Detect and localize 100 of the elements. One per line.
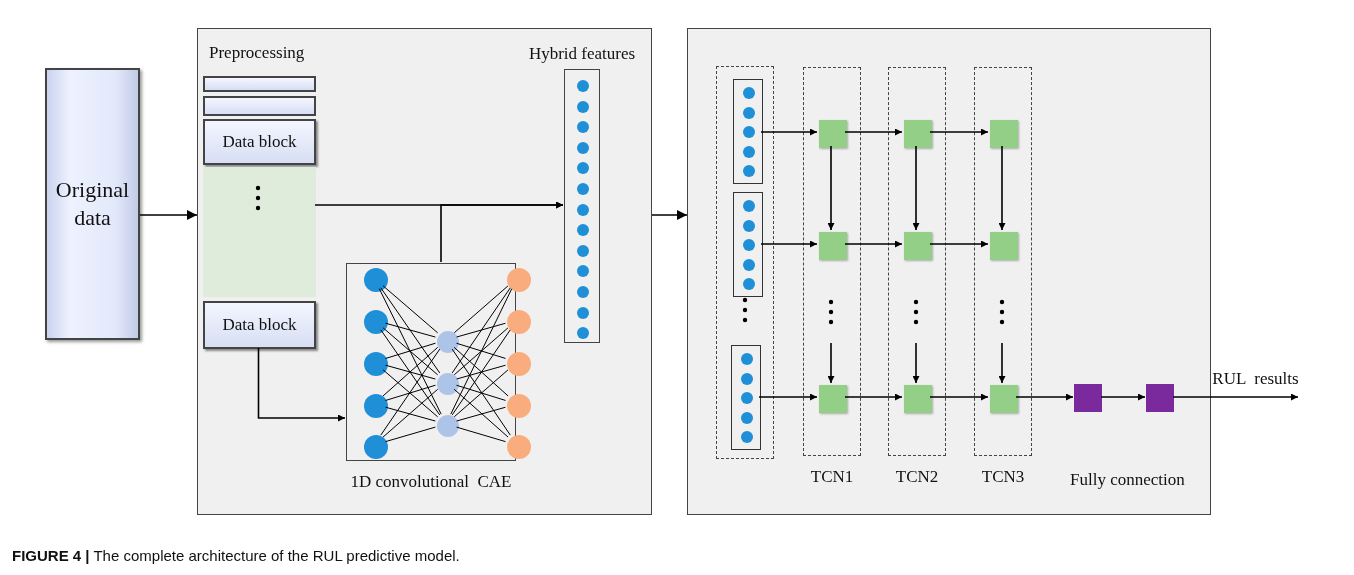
arrow	[139, 210, 198, 220]
feature-dot	[577, 80, 589, 92]
feature-dot	[577, 183, 589, 195]
arrow	[827, 342, 835, 384]
feature-dot	[743, 126, 755, 138]
layer-square	[819, 385, 847, 413]
feature-dot	[741, 392, 753, 404]
input-vector-box	[733, 79, 763, 184]
layer-square	[904, 385, 932, 413]
feature-dot	[741, 353, 753, 365]
group-caption: TCN3	[981, 467, 1025, 487]
dashed-group	[716, 66, 774, 459]
connection-line	[456, 364, 506, 380]
neuron-circle	[437, 373, 459, 395]
feature-dot	[743, 200, 755, 212]
connection-line	[378, 288, 442, 415]
figure-caption: FIGURE 4 | The complete architecture of the RUL predictive model.	[12, 546, 460, 566]
group-heading: Hybrid features	[528, 44, 636, 64]
data-strip	[203, 96, 316, 116]
connection-line	[385, 384, 436, 401]
arrow	[827, 145, 835, 231]
connection-line	[453, 346, 509, 397]
arrow	[929, 240, 989, 248]
feature-dot	[577, 162, 589, 175]
layer-square	[904, 232, 932, 260]
dense-layer-square	[1074, 384, 1102, 412]
arrow	[929, 393, 989, 401]
group-caption: 1D convolutional CAE	[350, 472, 512, 492]
feature-dot	[743, 165, 755, 177]
arrow	[912, 342, 920, 384]
connection-line	[382, 369, 439, 418]
arrow	[1015, 393, 1074, 401]
feature-dot	[577, 203, 589, 216]
connection-line	[385, 364, 436, 380]
feature-dot	[743, 87, 755, 99]
edge-label: RUL results	[1212, 369, 1299, 389]
connection-line	[385, 322, 436, 338]
connection-line	[380, 287, 441, 374]
feature-dot	[577, 306, 589, 319]
feature-dot	[743, 219, 755, 232]
arrow	[760, 128, 818, 136]
neuron-circle	[507, 435, 531, 459]
section-label: Fully connection	[1070, 470, 1185, 490]
input-vector-box	[731, 345, 761, 450]
connection-line	[382, 388, 439, 438]
panel	[687, 28, 1211, 515]
data-strip	[203, 76, 316, 92]
layer-square	[904, 120, 932, 148]
arrow	[1172, 393, 1299, 401]
feature-dot	[577, 100, 589, 113]
connection-line	[382, 285, 439, 334]
dense-layer-square	[1146, 384, 1174, 412]
input-vector-box	[733, 192, 763, 297]
neuron-circle	[364, 310, 388, 334]
shaded-region	[203, 167, 316, 297]
feature-dot	[577, 265, 589, 278]
feature-dot	[741, 411, 753, 424]
feature-dot	[577, 141, 589, 154]
feature-dot	[743, 239, 755, 251]
arrow	[998, 342, 1006, 384]
connection-line	[451, 348, 511, 436]
connection-line	[453, 369, 509, 418]
neuron-circle	[507, 352, 531, 376]
neuron-circle	[437, 415, 459, 437]
connection-line	[456, 342, 507, 359]
connection-line	[382, 327, 439, 376]
arrow	[998, 145, 1006, 231]
layer-square	[990, 232, 1018, 260]
connection-line	[456, 426, 506, 443]
arrow	[257, 347, 346, 422]
neuron-circle	[364, 352, 388, 376]
connection-line	[380, 348, 441, 436]
feature-dot	[577, 244, 589, 257]
connection-line	[385, 426, 436, 443]
connection-line	[385, 406, 436, 422]
neuron-circle	[507, 310, 531, 334]
connection-line	[453, 285, 509, 334]
feature-dot	[743, 258, 755, 271]
data-block: Data block	[203, 301, 316, 349]
layer-square	[990, 120, 1018, 148]
connection-line	[456, 406, 506, 422]
group-caption: TCN1	[810, 467, 854, 487]
feature-dot	[577, 121, 589, 134]
neuron-circle	[364, 268, 388, 292]
arrow	[760, 240, 818, 248]
arrow	[1100, 393, 1146, 401]
connection-line	[450, 288, 513, 415]
connection-line	[451, 287, 511, 374]
layer-square	[819, 232, 847, 260]
group-heading: Preprocessing	[209, 43, 305, 63]
arrow	[844, 240, 903, 248]
data-block: Data block	[203, 119, 316, 165]
layer-square	[819, 120, 847, 148]
group-caption: TCN2	[895, 467, 939, 487]
arrow	[440, 201, 564, 263]
arrow	[929, 128, 989, 136]
neuron-circle	[507, 394, 531, 418]
connection-line	[456, 322, 506, 338]
feature-dot	[743, 278, 755, 290]
feature-dot	[577, 327, 589, 340]
